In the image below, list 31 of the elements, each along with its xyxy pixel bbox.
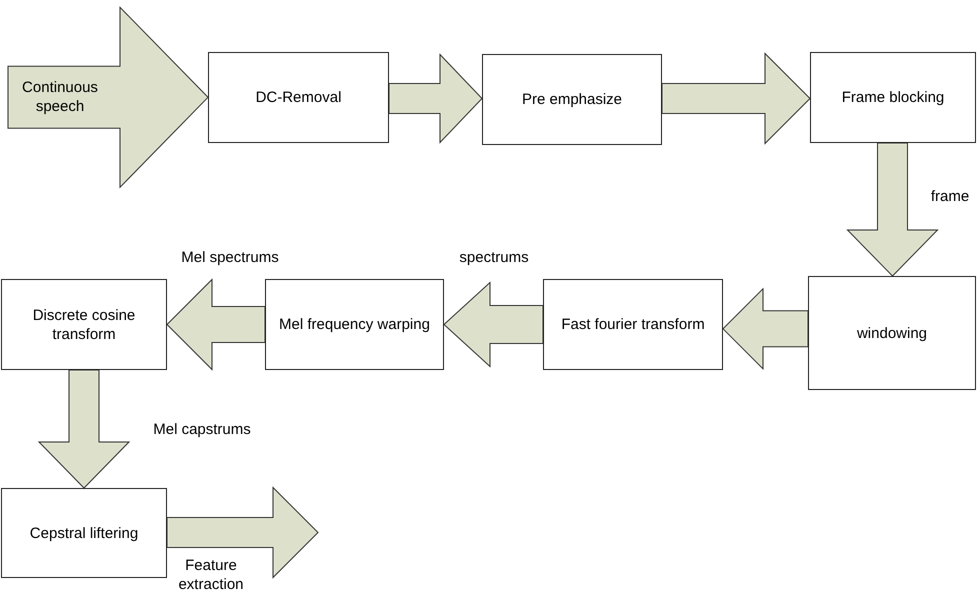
block-arrow (846, 142, 939, 277)
edge-label: Continuous speech (21, 78, 99, 116)
process-box (265, 279, 444, 370)
box-label: Frame blocking (840, 88, 946, 107)
process-box (810, 52, 976, 143)
process-box (1, 279, 167, 370)
process-box (482, 54, 662, 145)
edge-label: Mel spectrums (180, 248, 280, 267)
block-arrow (166, 278, 266, 371)
block-arrow (443, 281, 544, 368)
block-arrow (722, 288, 808, 370)
box-label: Pre emphasize (520, 90, 624, 109)
process-box (808, 276, 976, 390)
process-box (1, 488, 167, 578)
edge-label: Feature extraction (177, 556, 245, 594)
box-label: windowing (856, 324, 928, 342)
edge-label: spectrums (458, 248, 530, 267)
block-arrow (388, 53, 483, 144)
block-arrow (166, 486, 319, 579)
box-label: DC-Removal (254, 88, 342, 107)
edge-label: Mel capstrums (152, 420, 252, 439)
process-box (543, 279, 723, 370)
box-label: Mel frequency warping (278, 315, 431, 334)
block-arrow (8, 6, 209, 189)
block-arrow (662, 52, 811, 145)
box-label: Discrete cosine transform (32, 306, 136, 344)
block-arrow (38, 370, 130, 489)
box-label: Cepstral liftering (28, 524, 140, 542)
edge-label: frame (930, 187, 970, 206)
process-box (208, 52, 389, 143)
box-label: Fast fourier transform (560, 315, 706, 334)
